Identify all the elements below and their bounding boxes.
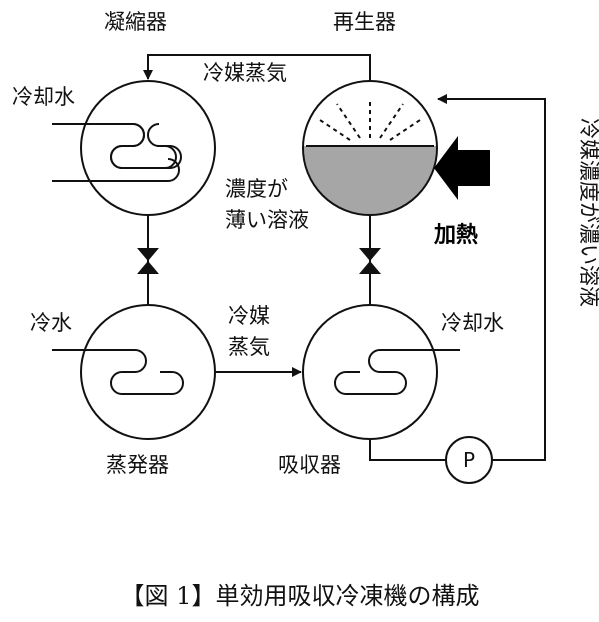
condenser-coil-return [52,159,111,181]
pump: P [445,436,493,484]
evaporator-coil [52,349,184,395]
evaporator [52,304,216,440]
regenerator-label: 再生器 [333,10,396,34]
pump-label: P [463,448,475,472]
evaporator-label: 蒸発器 [106,453,169,477]
expansion-valve-left [137,248,159,274]
vapor-line-top [143,54,371,81]
regenerator [302,80,438,216]
condenser-shell [80,80,216,216]
heating-arrow-icon [434,136,490,200]
refrigerant-vapor-mid-label-line2: 蒸気 [228,335,270,359]
refrigerant-vapor-top-label: 冷媒蒸気 [203,61,287,85]
dilute-solution-label-line2: 薄い溶液 [225,208,309,232]
refrigerant-vapor-mid-label-line1: 冷媒 [228,304,270,328]
chilled-water-label: 冷水 [30,311,72,335]
pump-to-regenerator-line [437,94,546,461]
pump-circle [445,436,493,484]
cooling-water-left-label: 冷却水 [12,85,75,109]
absorber-label: 吸収器 [278,453,341,477]
evaporator-shell [80,304,216,440]
condenser-label: 凝縮器 [104,10,167,34]
expansion-valve-right [359,248,381,274]
vapor-spray-lines [319,98,421,141]
absorber [302,304,460,440]
dilute-solution-label-line1: 濃度が [225,177,288,201]
water-pipes [52,123,180,182]
absorber-shell [302,304,438,440]
cooling-water-right-label: 冷却水 [441,311,504,335]
absorber-coil [334,349,460,395]
absorber-to-pump-line [369,439,446,461]
concentrated-solution-label: 冷媒濃度が濃い溶液 [577,118,599,307]
condenser [52,80,216,216]
heating-label: 加熱 [433,222,478,248]
figure-caption: 【図 1】単効用吸収冷凍機の構成 [121,582,480,610]
